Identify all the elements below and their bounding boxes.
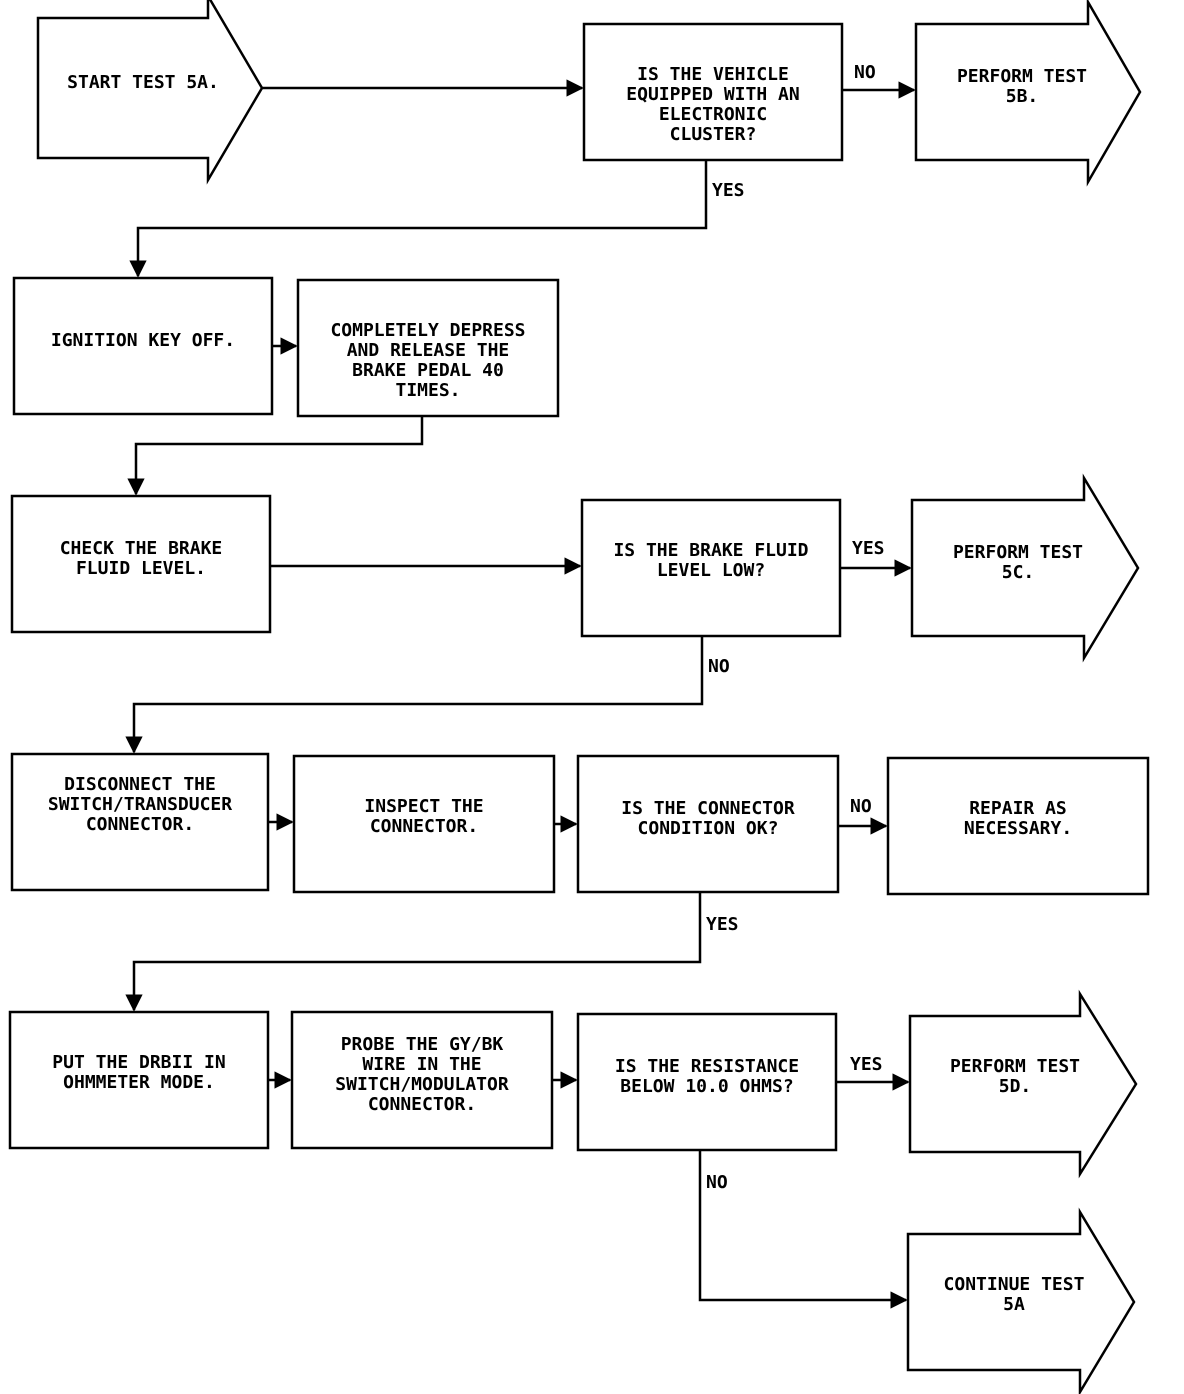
perform-5c-text-line: 5C. (1002, 562, 1035, 583)
continue-5a-text-line: CONTINUE TEST (944, 1274, 1085, 1295)
perform-5b-arrow-shape (914, 0, 1142, 187)
probe-wire-text-line: PROBE THE GY/BK (341, 1034, 504, 1055)
disconnect-box (10, 752, 270, 892)
check-fluid-text-line: CHECK THE BRAKE (60, 538, 223, 559)
depress-pedal-text-line: BRAKE PEDAL 40 (352, 360, 504, 381)
perform-5c-arrow-shape (910, 473, 1140, 663)
disconnect-text-line: DISCONNECT THE (64, 774, 216, 795)
repair-box (886, 756, 1150, 896)
q-resistance-box (576, 1012, 838, 1152)
edge-label-resistance-yes: YES (850, 1054, 883, 1075)
perform-5b-text-line: PERFORM TEST (957, 66, 1087, 87)
perform-5b-text-line: 5B. (1006, 86, 1039, 107)
drbii-ohm-text-line: OHMMETER MODE. (63, 1072, 215, 1093)
start-5a-arrow-shape (36, 0, 264, 185)
probe-wire-text-line: CONNECTOR. (368, 1094, 476, 1115)
check-fluid-text-line: FLUID LEVEL. (76, 558, 206, 579)
q-electronic-cluster-text-line: CLUSTER? (670, 124, 757, 145)
repair-text-line: NECESSARY. (964, 818, 1072, 839)
q-connector-ok-box (576, 754, 840, 894)
check-fluid-box (10, 494, 272, 634)
perform-5d-text-line: 5D. (999, 1076, 1032, 1097)
q-fluid-low-box (580, 498, 842, 638)
q-fluid-low-text-line: LEVEL LOW? (657, 560, 765, 581)
q-connector-ok-text-line: CONDITION OK? (638, 818, 779, 839)
connector-resistance-no (698, 1150, 908, 1309)
edge-label-fluid-no: NO (708, 656, 730, 677)
drbii-ohm-text-line: PUT THE DRBII IN (52, 1052, 225, 1073)
q-resistance-text-line: BELOW 10.0 OHMS? (620, 1076, 793, 1097)
edge-label-cluster-no: NO (854, 62, 876, 83)
ignition-off-node: IGNITION KEY OFF. (12, 276, 274, 416)
ignition-off-text-line: IGNITION KEY OFF. (51, 330, 235, 351)
edge-label-connector-no: NO (850, 796, 872, 817)
perform-5d-text-line: PERFORM TEST (950, 1056, 1080, 1077)
connector-depress-to-check (127, 416, 424, 496)
start-5a-text-line: START TEST 5A. (67, 72, 219, 93)
depress-pedal-box (296, 278, 560, 418)
connector-cluster-yes (129, 160, 708, 278)
edge-label-resistance-no: NO (706, 1172, 728, 1193)
inspect-text-line: CONNECTOR. (370, 816, 478, 837)
disconnect-node: DISCONNECT THESWITCH/TRANSDUCERCONNECTOR… (10, 752, 270, 892)
q-resistance-text-line: IS THE RESISTANCE (615, 1056, 799, 1077)
disconnect-text-line: CONNECTOR. (86, 814, 194, 835)
q-electronic-cluster-text-line: EQUIPPED WITH AN (626, 84, 799, 105)
continue-5a-text-line: 5A (1003, 1294, 1025, 1315)
depress-pedal-text-line: TIMES. (395, 380, 460, 401)
ignition-off-box (12, 276, 274, 416)
disconnect-text-line: SWITCH/TRANSDUCER (48, 794, 232, 815)
connector-connector-yes (125, 892, 702, 1012)
q-electronic-cluster-box (582, 22, 844, 162)
edge-label-cluster-yes: YES (712, 180, 745, 201)
q-electronic-cluster-text-line: IS THE VEHICLE (637, 64, 789, 85)
q-fluid-low-text-line: IS THE BRAKE FLUID (613, 540, 808, 561)
repair-text-line: REPAIR AS (969, 798, 1067, 819)
depress-pedal-text-line: COMPLETELY DEPRESS (330, 320, 525, 341)
perform-5c-text-line: PERFORM TEST (953, 542, 1083, 563)
continue-5a-arrow-shape (906, 1207, 1136, 1394)
perform-5d-arrow-shape (908, 989, 1138, 1179)
inspect-box (292, 754, 556, 894)
probe-wire-box (290, 1010, 554, 1150)
edge-label-connector-yes: YES (706, 914, 739, 935)
start-5a-node: START TEST 5A. (36, 0, 264, 185)
inspect-text-line: INSPECT THE (364, 796, 483, 817)
depress-pedal-text-line: AND RELEASE THE (347, 340, 510, 361)
probe-wire-text-line: WIRE IN THE (362, 1054, 481, 1075)
q-electronic-cluster-text-line: ELECTRONIC (659, 104, 767, 125)
connector-fluid-no (125, 636, 704, 754)
probe-wire-text-line: SWITCH/MODULATOR (335, 1074, 509, 1095)
q-connector-ok-text-line: IS THE CONNECTOR (621, 798, 795, 819)
edge-label-fluid-yes: YES (852, 538, 885, 559)
